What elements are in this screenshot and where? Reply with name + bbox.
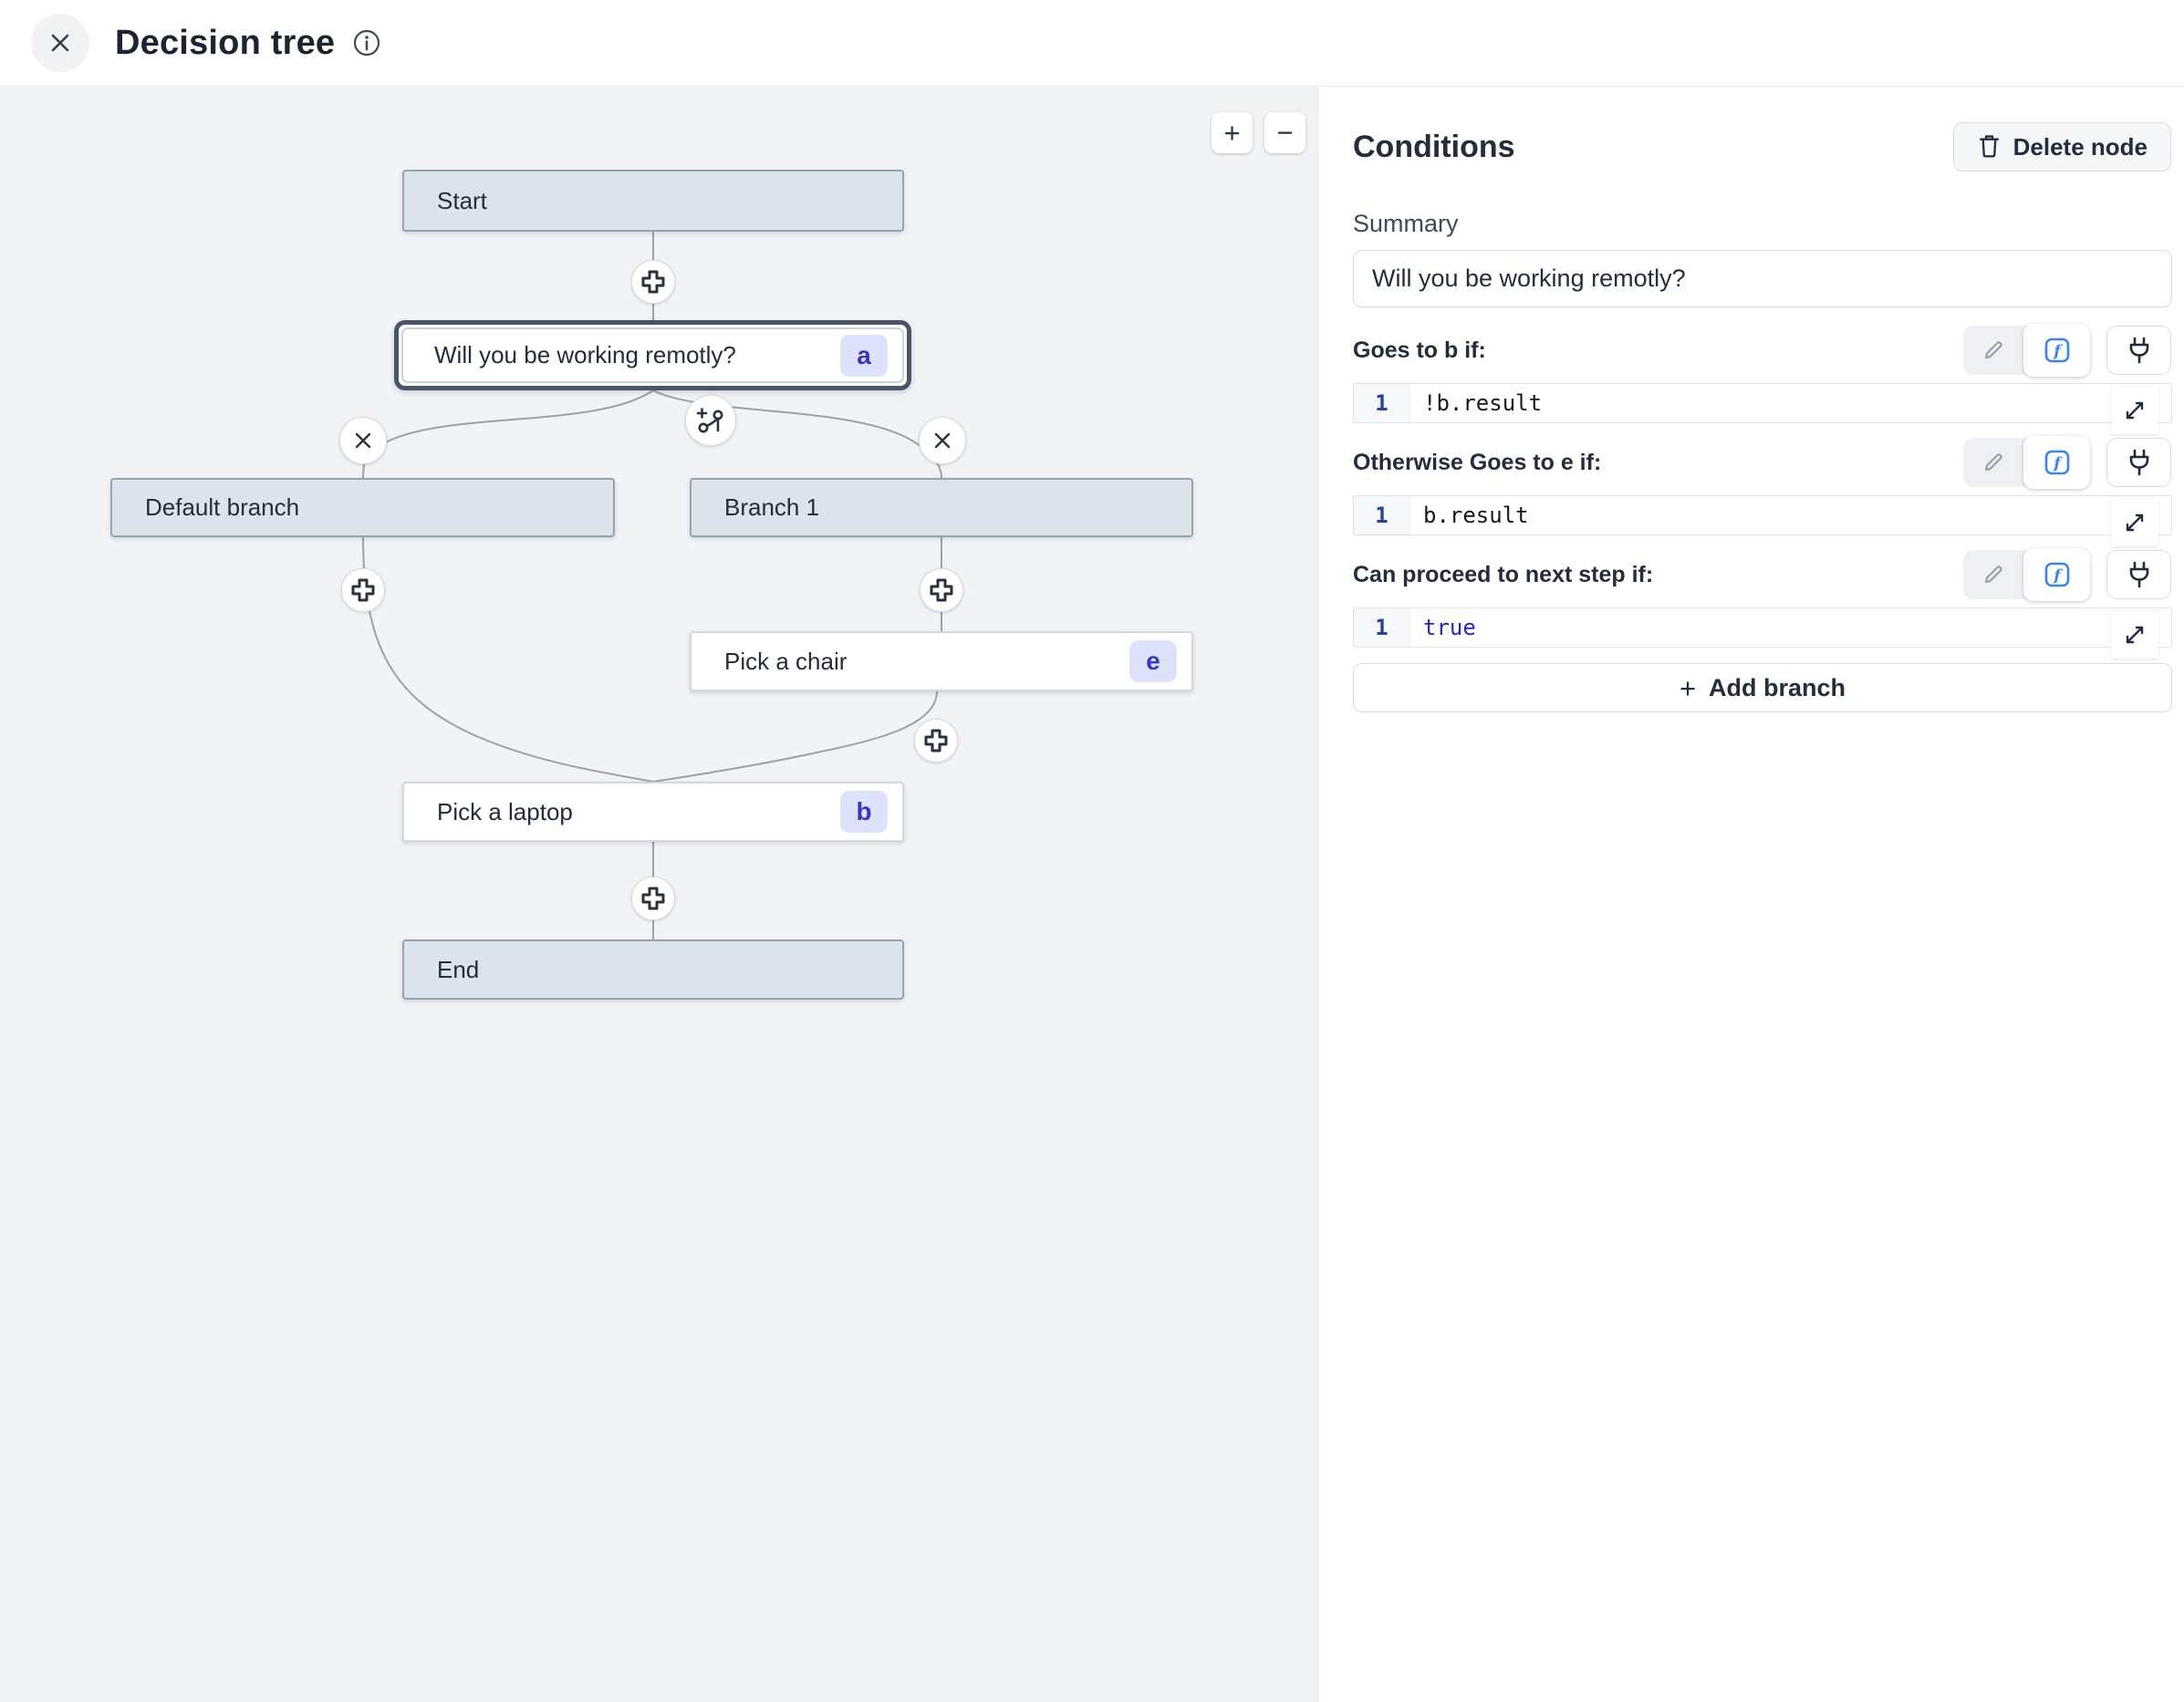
node-branch-1[interactable]: Branch 1 — [690, 478, 1193, 537]
code-text: b.result — [1423, 503, 1529, 528]
x-icon — [355, 432, 371, 449]
editor-mode-toggle: f — [1963, 436, 2090, 489]
branch-plus-icon — [696, 408, 723, 433]
node-pick-a-laptop[interactable]: Pick a laptop b — [402, 782, 904, 842]
add-node-button[interactable] — [631, 260, 675, 304]
text-mode-button[interactable] — [1963, 550, 2023, 599]
summary-input[interactable] — [1353, 250, 2172, 307]
pencil-icon — [1984, 341, 2002, 359]
zoom-out-button[interactable]: − — [1264, 112, 1305, 153]
section-label: Goes to b if: — [1353, 337, 1486, 363]
add-node-button[interactable] — [920, 568, 963, 612]
add-branch-connector-button[interactable] — [685, 395, 736, 446]
expand-icon — [2126, 514, 2144, 532]
fx-icon: f — [2044, 562, 2069, 587]
app-header: Decision tree — [0, 0, 2184, 87]
page-title: Decision tree — [115, 23, 336, 62]
trash-icon — [1979, 135, 1999, 158]
close-icon — [51, 34, 69, 52]
node-badge: a — [840, 334, 888, 377]
text-mode-button[interactable] — [1963, 326, 2023, 375]
edge-default-to-b — [362, 536, 654, 783]
node-default-branch[interactable]: Default branch — [110, 478, 615, 537]
plus-icon — [641, 887, 665, 910]
code-text: !b.result — [1423, 390, 1543, 416]
plug-icon — [2129, 337, 2148, 364]
node-question-selected[interactable]: Will you be working remotly? a — [394, 320, 911, 390]
plus-icon — [351, 578, 375, 602]
expand-editor-button[interactable] — [2111, 611, 2158, 659]
x-icon — [934, 432, 951, 449]
remove-branch-button[interactable] — [919, 417, 966, 464]
conditions-panel: Conditions Delete node Summary Goes to b… — [1317, 87, 2184, 1702]
connect-data-button[interactable] — [2106, 326, 2171, 375]
fx-icon: f — [2044, 450, 2069, 475]
node-start[interactable]: Start — [402, 170, 904, 232]
code-editor-can-proceed[interactable]: 1 true — [1353, 607, 2172, 659]
svg-text:f: f — [2053, 567, 2063, 586]
plug-icon — [2129, 449, 2148, 476]
node-badge: e — [1129, 640, 1177, 682]
flow-canvas[interactable]: Start Will you be working remotly? a Def… — [0, 87, 1316, 1702]
node-pick-a-chair[interactable]: Pick a chair e — [690, 631, 1193, 691]
node-label: Will you be working remotly? — [434, 341, 736, 368]
zoom-in-button[interactable]: + — [1212, 112, 1253, 153]
svg-text:f: f — [2053, 455, 2063, 473]
editor-mode-toggle: f — [1963, 548, 2090, 601]
node-end[interactable]: End — [402, 939, 904, 1000]
line-number: 1 — [1354, 384, 1410, 422]
section-label: Can proceed to next step if: — [1353, 561, 1654, 587]
connect-data-button[interactable] — [2106, 550, 2171, 599]
expand-icon — [2126, 626, 2144, 644]
panel-title: Conditions — [1353, 129, 1515, 164]
code-editor-goes-to-e[interactable]: 1 b.result — [1353, 495, 2172, 546]
add-node-button[interactable] — [341, 568, 385, 612]
expand-editor-button[interactable] — [2111, 387, 2158, 434]
node-label: Branch 1 — [724, 493, 820, 521]
plus-icon — [930, 578, 953, 602]
edge-e-to-b — [652, 690, 938, 783]
delete-node-button[interactable]: Delete node — [1952, 122, 2171, 171]
pencil-icon — [1984, 453, 2002, 472]
pencil-icon — [1984, 566, 2002, 584]
plus-icon — [924, 729, 948, 752]
plus-icon: + — [1679, 671, 1697, 704]
node-label: End — [437, 955, 480, 983]
info-icon[interactable] — [351, 27, 382, 58]
add-branch-label: Add branch — [1709, 673, 1846, 701]
add-branch-button[interactable]: + Add branch — [1353, 663, 2172, 712]
delete-node-label: Delete node — [2012, 132, 2148, 161]
plus-icon — [641, 270, 665, 294]
node-label: Start — [437, 186, 487, 214]
svg-text:f: f — [2053, 343, 2063, 361]
code-editor-goes-to-b[interactable]: 1 !b.result — [1353, 383, 2172, 434]
node-label: Pick a laptop — [437, 797, 573, 825]
expand-editor-button[interactable] — [2111, 499, 2158, 546]
line-number: 1 — [1354, 496, 1410, 534]
line-number: 1 — [1354, 608, 1410, 647]
remove-branch-button[interactable] — [339, 417, 387, 464]
fx-mode-button[interactable]: f — [2023, 324, 2090, 377]
expand-icon — [2126, 401, 2144, 420]
fx-mode-button[interactable]: f — [2023, 548, 2090, 601]
fx-mode-button[interactable]: f — [2023, 436, 2090, 489]
connect-data-button[interactable] — [2106, 438, 2171, 487]
close-button[interactable] — [31, 14, 89, 72]
fx-icon: f — [2044, 337, 2069, 363]
summary-label: Summary — [1353, 210, 1459, 237]
code-text: true — [1423, 615, 1476, 640]
section-label: Otherwise Goes to e if: — [1353, 449, 1602, 475]
node-badge: b — [840, 791, 888, 833]
node-label: Pick a chair — [724, 647, 848, 675]
text-mode-button[interactable] — [1963, 438, 2023, 487]
editor-mode-toggle: f — [1963, 324, 2090, 377]
edge-a-to-default — [362, 389, 654, 479]
plug-icon — [2129, 561, 2148, 588]
add-node-button[interactable] — [631, 877, 675, 920]
add-node-button[interactable] — [914, 719, 958, 763]
node-label: Default branch — [145, 493, 300, 521]
